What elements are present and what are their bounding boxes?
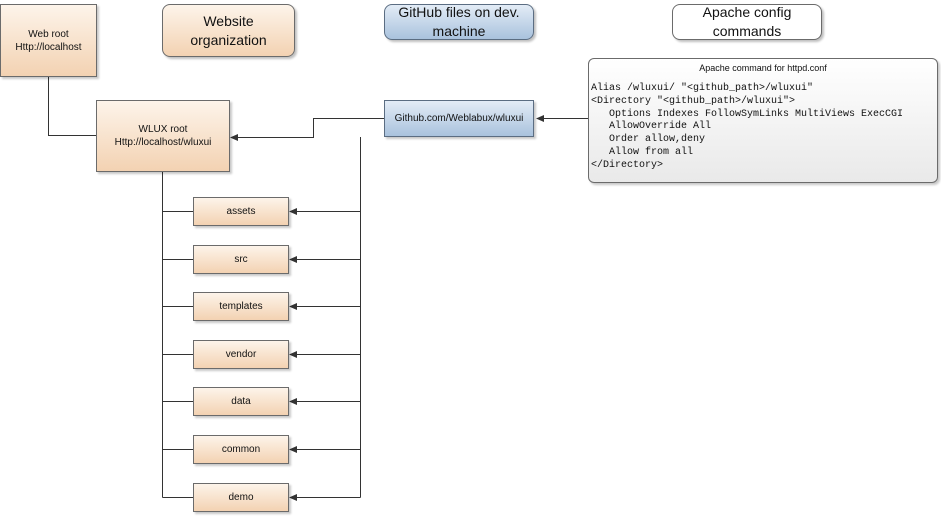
folder-assets-label: assets bbox=[226, 206, 256, 217]
web-root-url: Http://localhost bbox=[15, 41, 82, 53]
folder-assets: assets bbox=[193, 197, 289, 226]
header-github-files-line2: machine bbox=[432, 23, 486, 39]
github-repo-box: Github.com/Weblabux/wluxui bbox=[384, 100, 534, 137]
folder-src: src bbox=[193, 245, 289, 274]
folder-demo: demo bbox=[193, 483, 289, 512]
web-root-box: Web root Http://localhost bbox=[0, 4, 97, 77]
folder-vendor: vendor bbox=[193, 340, 289, 369]
wlux-root-label: WLUX root bbox=[138, 124, 188, 135]
wlux-root-box: WLUX root Http://localhost/wluxui bbox=[96, 100, 230, 172]
folder-demo-label: demo bbox=[228, 492, 254, 503]
header-github-files: GitHub files on dev. machine bbox=[384, 4, 534, 40]
header-apache-config-line2: commands bbox=[712, 23, 782, 39]
web-root-label: Web root bbox=[28, 28, 69, 40]
folder-templates: templates bbox=[193, 292, 289, 321]
wlux-root-url: Http://localhost/wluxui bbox=[114, 137, 212, 148]
apache-command-note: Apache command for httpd.conf Alias /wlu… bbox=[588, 58, 938, 183]
folder-data-label: data bbox=[231, 396, 251, 407]
connector-webroot-to-wluxroot bbox=[48, 77, 96, 136]
folder-vendor-label: vendor bbox=[225, 349, 257, 360]
header-website-organization-line1: Website bbox=[203, 12, 254, 29]
header-apache-config: Apache config commands bbox=[672, 4, 822, 40]
header-apache-config-line1: Apache config bbox=[702, 4, 792, 20]
folder-templates-label: templates bbox=[219, 301, 263, 312]
header-github-files-line1: GitHub files on dev. bbox=[398, 4, 520, 20]
header-website-organization-line2: organization bbox=[190, 31, 267, 48]
connector-github-to-wluxroot bbox=[230, 118, 384, 141]
folder-common: common bbox=[193, 435, 289, 464]
apache-note-code: Alias /wluxui/ "<github_path>/wluxui" <D… bbox=[591, 83, 904, 171]
github-repo-label: Github.com/Weblabux/wluxui bbox=[394, 113, 524, 124]
header-website-organization: Website organization bbox=[162, 4, 295, 57]
apache-note-title: Apache command for httpd.conf bbox=[699, 63, 827, 73]
folder-data: data bbox=[193, 387, 289, 416]
folder-common-label: common bbox=[221, 444, 261, 455]
folder-src-label: src bbox=[234, 254, 248, 265]
